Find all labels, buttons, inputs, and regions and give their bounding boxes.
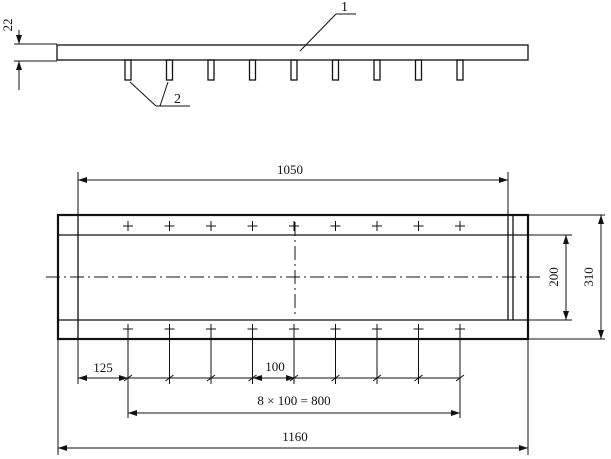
bolt-mark: [206, 324, 216, 334]
dim-outer-height: 310: [581, 267, 596, 287]
bolt-mark: [164, 324, 175, 334]
stud: [373, 59, 381, 81]
stud: [124, 59, 132, 81]
plan-view: [46, 213, 605, 341]
callout-1: 1: [341, 0, 348, 15]
bolt-mark: [330, 324, 341, 334]
bolt-mark: [123, 324, 133, 334]
dim-pitch-total: 8 × 100 = 800: [257, 393, 330, 408]
dim-rail-span: 1050: [277, 162, 303, 177]
bolt-mark: [455, 324, 465, 334]
bolt-mark: [206, 221, 216, 231]
dim-overall-length: 1160: [282, 429, 308, 444]
stud: [331, 59, 340, 81]
dim-inner-height: 200: [546, 267, 561, 287]
callout-2: 2: [174, 92, 181, 107]
dim-pitch: 100: [265, 359, 285, 374]
plate-side: [56, 44, 529, 61]
bolt-mark: [455, 221, 465, 231]
side-view: 22 1 2: [0, 0, 529, 107]
bolt-mark: [247, 324, 258, 334]
bolt-mark: [123, 221, 133, 231]
bolt-mark: [164, 221, 175, 231]
plan-dimensions: 1050 200 310 125 100 8 × 100 = 800 1160: [57, 162, 604, 455]
stud: [414, 59, 423, 81]
bolt-mark: [372, 324, 382, 334]
stud: [248, 59, 257, 81]
dim-plate-thickness: 22: [0, 19, 15, 32]
stud: [456, 59, 464, 81]
bolt-mark: [413, 221, 424, 231]
bolt-mark: [330, 221, 341, 231]
bolt-marks: [123, 221, 465, 334]
stud: [290, 59, 298, 81]
stud: [165, 59, 174, 81]
dim-end-offset: 125: [93, 360, 113, 375]
stud-row: [124, 59, 464, 81]
bolt-mark: [413, 324, 424, 334]
bolt-mark: [247, 221, 258, 231]
bolt-mark: [372, 221, 382, 231]
stud: [207, 59, 215, 81]
bolt-mark: [289, 324, 299, 334]
bolt-mark: [289, 221, 299, 231]
pitch-chain: [123, 374, 465, 382]
